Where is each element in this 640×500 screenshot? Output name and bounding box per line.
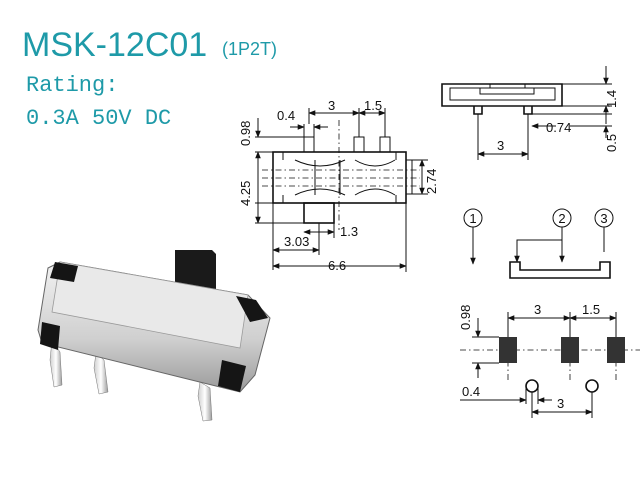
slide-actuator bbox=[175, 250, 216, 290]
dim-pin-pitch-1: 3 bbox=[328, 98, 335, 113]
dim-hole-pitch: 3 bbox=[557, 396, 564, 411]
switch-top-face bbox=[51, 261, 249, 349]
side-view-drawing: 1.4 0.74 0.5 3 bbox=[441, 66, 619, 160]
mount-hole-right bbox=[585, 379, 599, 393]
dim-leg-width: 0.74 bbox=[546, 120, 571, 135]
dim-leg-pitch: 3 bbox=[497, 138, 504, 153]
dim-pin-width: 0.4 bbox=[277, 108, 295, 123]
side-leg-right bbox=[523, 106, 533, 115]
pad-2 bbox=[561, 337, 579, 363]
side-leg-left bbox=[473, 106, 483, 115]
top-actuator bbox=[303, 202, 335, 224]
dim-pad-pitch-1: 3 bbox=[534, 302, 541, 317]
product-illustration bbox=[37, 250, 271, 422]
pad-3 bbox=[607, 337, 625, 363]
top-pin-2 bbox=[353, 136, 365, 153]
pin-left bbox=[49, 339, 63, 388]
pin-number-3: 3 bbox=[600, 211, 607, 226]
pad-1 bbox=[499, 337, 517, 363]
side-body bbox=[441, 83, 563, 107]
schematic-diagram: 1 2 3 bbox=[463, 208, 614, 279]
dim-pin-length: 0.98 bbox=[238, 121, 253, 146]
top-pin-3 bbox=[379, 136, 391, 153]
pcb-footprint: 0.98 3 1.5 0.4 3 bbox=[458, 302, 640, 418]
pin-number-1: 1 bbox=[469, 211, 476, 226]
pin-center bbox=[93, 352, 109, 395]
clip-bl bbox=[40, 322, 60, 350]
top-pin-1 bbox=[303, 136, 315, 153]
dim-actuator-width: 1.3 bbox=[340, 224, 358, 239]
clip-br bbox=[218, 360, 246, 392]
header: MSK-12C01 (1P2T) Rating: 0.3A 50V DC bbox=[22, 26, 277, 131]
rating-label: Rating: bbox=[26, 73, 118, 98]
dim-pad-height: 0.98 bbox=[458, 305, 473, 330]
rating-value: 0.3A 50V DC bbox=[26, 106, 171, 131]
mount-hole-left bbox=[525, 379, 539, 393]
contact-bar bbox=[509, 261, 611, 279]
pin-right bbox=[197, 381, 213, 422]
dim-actuator-offset: 3.03 bbox=[284, 234, 309, 249]
top-view-drawing: 0.4 3 1.5 0.98 4.25 2.74 1.3 3.03 bbox=[238, 98, 439, 273]
clip-tl bbox=[50, 262, 78, 282]
dim-side-height: 1.4 bbox=[604, 90, 619, 108]
dim-height-total: 4.25 bbox=[238, 181, 253, 206]
pole-type-label: (1P2T) bbox=[222, 39, 277, 59]
model-title: MSK-12C01 bbox=[22, 26, 207, 64]
dim-body-height: 2.74 bbox=[424, 169, 439, 194]
dim-leg-height: 0.5 bbox=[604, 134, 619, 152]
dim-body-length: 6.6 bbox=[328, 258, 346, 273]
dim-hole-diameter: 0.4 bbox=[462, 384, 480, 399]
dim-pin-pitch-2: 1.5 bbox=[364, 98, 382, 113]
dim-pad-pitch-2: 1.5 bbox=[582, 302, 600, 317]
clip-tr bbox=[236, 296, 268, 322]
side-tab bbox=[405, 159, 413, 195]
pin-number-2: 2 bbox=[558, 211, 565, 226]
